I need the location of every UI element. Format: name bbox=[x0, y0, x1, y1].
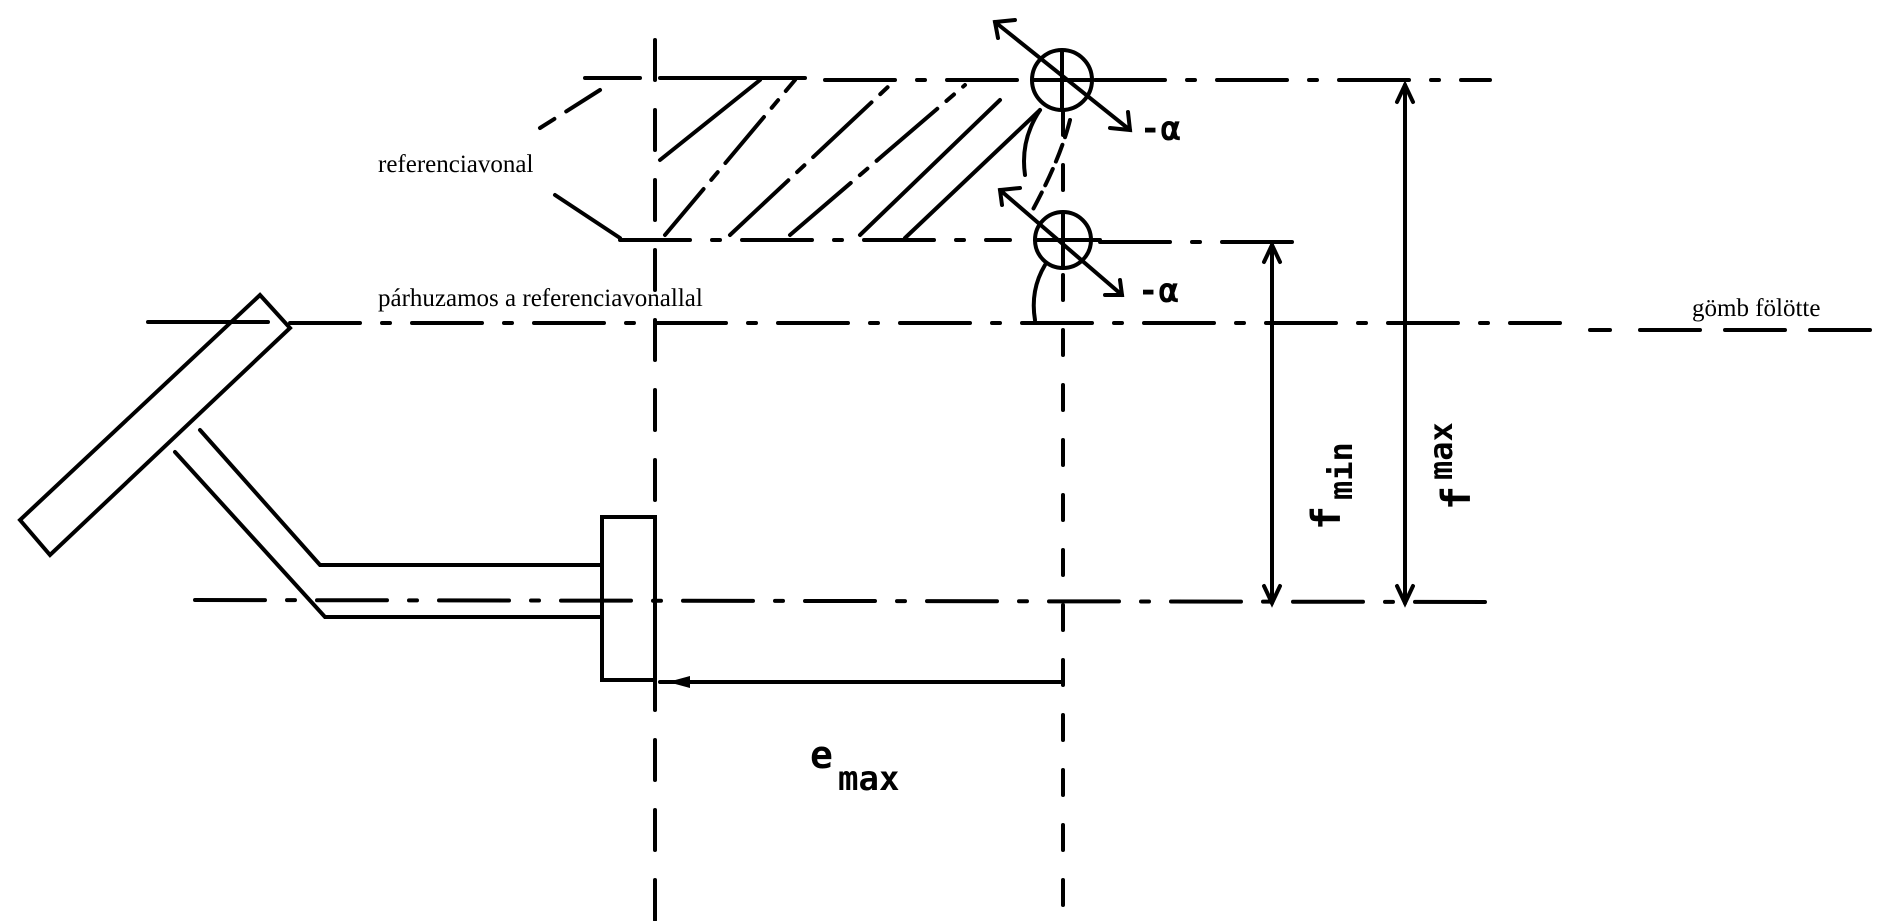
pedal-axis-line bbox=[193, 598, 1492, 604]
svg-text:max: max bbox=[838, 759, 899, 799]
hatched-reference-body bbox=[538, 78, 1297, 244]
svg-text:e: e bbox=[810, 733, 833, 777]
parallel-line bbox=[146, 320, 1879, 332]
minus-alpha-upper: -α bbox=[1140, 109, 1181, 149]
f-min-dimension bbox=[1262, 240, 1282, 608]
svg-text:f: f bbox=[1434, 486, 1480, 510]
e-max-label: e max bbox=[810, 733, 899, 799]
reference-line-label: referenciavonal bbox=[378, 151, 533, 178]
svg-text:max: max bbox=[1422, 422, 1460, 480]
ball-upper bbox=[992, 18, 1133, 177]
reference-line bbox=[583, 76, 1492, 82]
f-min-label: f min bbox=[1304, 442, 1360, 530]
svg-text:min: min bbox=[1322, 442, 1360, 500]
ball-lower bbox=[997, 118, 1125, 322]
f-max-dimension bbox=[1395, 80, 1415, 608]
f-max-label: f max bbox=[1422, 422, 1480, 510]
pedal bbox=[17, 292, 657, 682]
e-max-dimension bbox=[658, 676, 1064, 688]
minus-alpha-lower: -α bbox=[1138, 271, 1179, 311]
parallel-line-label: párhuzamos a referenciavonallal bbox=[378, 285, 703, 312]
above-ball-label: gömb fölötte bbox=[1692, 295, 1820, 322]
svg-text:f: f bbox=[1304, 506, 1350, 530]
